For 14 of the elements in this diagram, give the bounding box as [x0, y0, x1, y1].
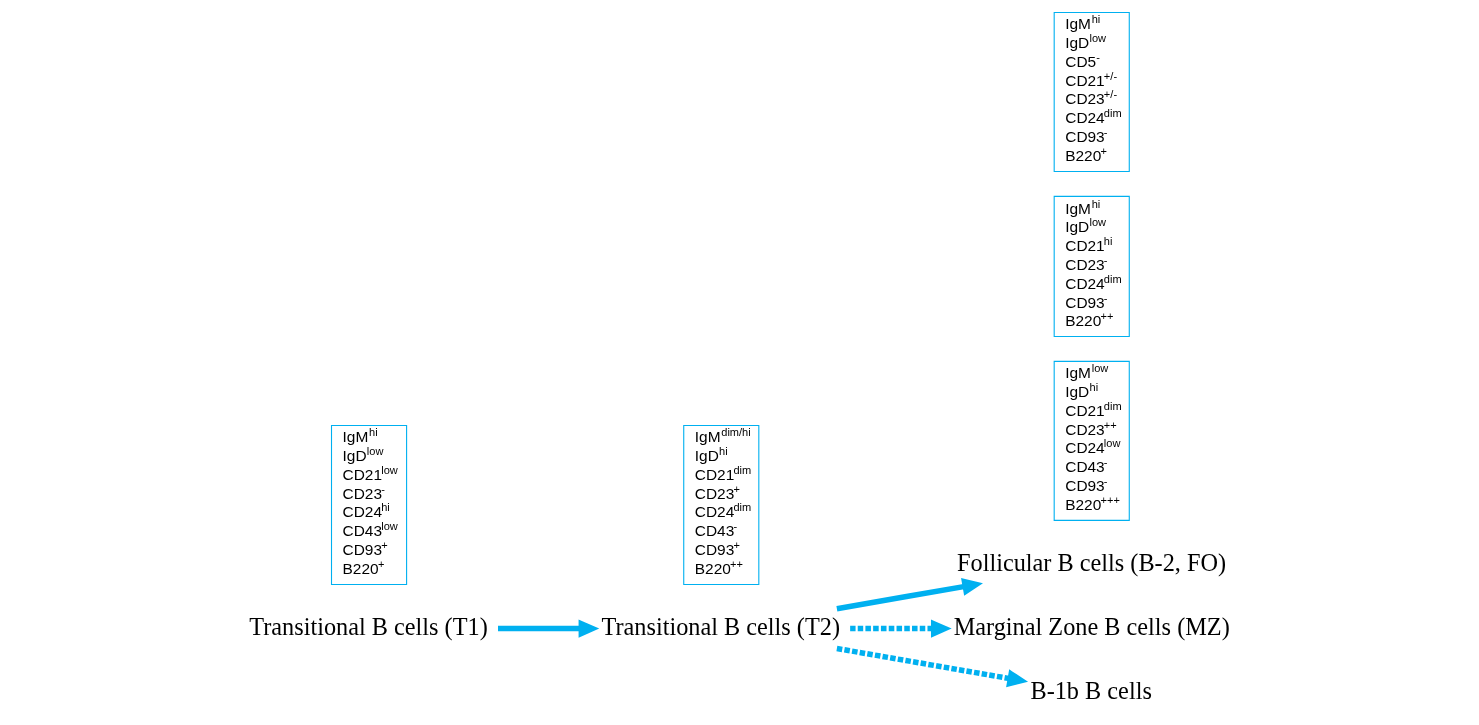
node-box: IgM$^{dim/hi}$ IgD$^{hi}$ CD21$^{dim}$ CD23$^{+}$ CD24$^{dim}$ CD43$^{-}$ CD93$^{+}$ B220$^{++}$: [683, 424, 760, 585]
node-text: Follicular B cells (B-2, FO): [957, 548, 1227, 576]
arrow: [850, 619, 952, 638]
node-text: B-1b B cells: [1030, 676, 1152, 704]
node-box: IgM$^{hi}$ IgD$^{low}$ CD21$^{hi}$ CD23$^{-}$ CD24$^{dim}$ CD93$^{-}$ B220$^{++}$: [1053, 195, 1130, 338]
node-text: Transitional B cells (T1): [249, 612, 488, 640]
arrow: [836, 645, 1029, 688]
arrow: [498, 619, 600, 638]
node-box: IgM$^{hi}$ IgD$^{low}$ CD5$^{-}$ CD21$^{+/-}$ CD23$^{+/-}$ CD24$^{dim}$ CD93$^{-}$ B220$^{+}$: [1053, 11, 1130, 173]
node-box: IgM$^{hi}$ IgD$^{low}$ CD21$^{low}$ CD23$^{-}$ CD24$^{hi}$ CD43$^{low}$ CD93$^{+}$ B220$^{+}$: [330, 424, 408, 585]
arrow: [836, 577, 983, 612]
node-text: Marginal Zone B cells (MZ): [953, 612, 1230, 640]
node-text: Transitional B cells (T2): [601, 612, 841, 640]
node-box: IgM$^{low}$ IgD$^{hi}$ CD21$^{dim}$ CD23$^{++}$ CD24$^{low}$ CD43$^{-}$ CD93$^{-}$ B220$^{+++}$: [1053, 360, 1130, 521]
